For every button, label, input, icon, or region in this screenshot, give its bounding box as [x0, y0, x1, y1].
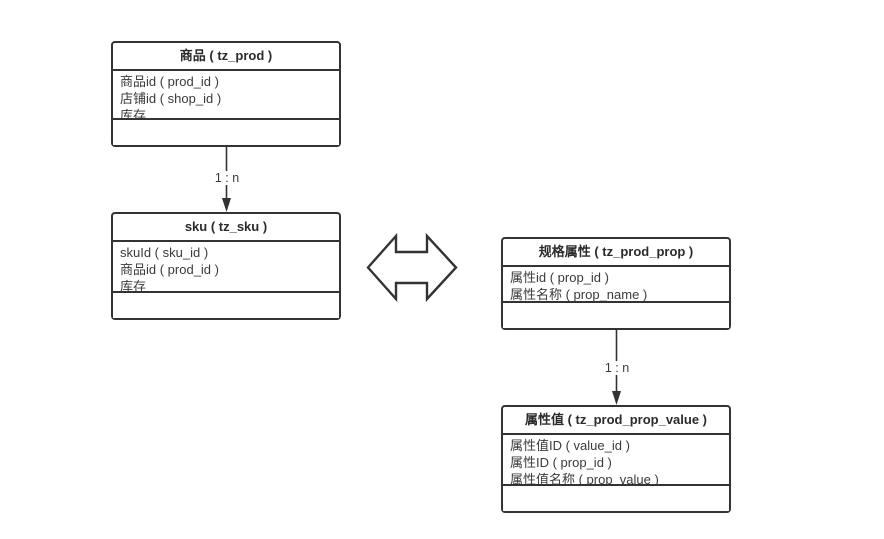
table-field: skuId ( sku_id ): [120, 245, 209, 260]
table-fields-prop-value: 属性值ID ( value_id ) 属性ID ( prop_id ) 属性值名…: [503, 435, 729, 486]
table-field: 属性ID ( prop_id ): [510, 455, 612, 470]
table-fields-prod-prop: 属性id ( prop_id ) 属性名称 ( prop_name ): [503, 267, 729, 303]
table-field: 属性值名称 ( prop_value ): [510, 472, 659, 486]
table-empty-section: [113, 120, 339, 145]
table-field: 库存: [120, 108, 147, 120]
table-title-prop-value: 属性值 ( tz_prod_prop_value ): [503, 407, 729, 435]
cardinality-label-prod-sku: 1 : n: [211, 171, 243, 185]
table-title-prod: 商品 ( tz_prod ): [113, 43, 339, 71]
table-field: 商品id ( prod_id ): [120, 74, 219, 89]
table-title-sku: sku ( tz_sku ): [113, 214, 339, 242]
entity-table-prop-value: 属性值 ( tz_prod_prop_value ) 属性值ID ( value…: [501, 405, 731, 513]
table-field: 库存: [120, 279, 147, 293]
table-empty-section: [113, 293, 339, 318]
table-empty-section: [503, 486, 729, 511]
table-field: 属性值ID ( value_id ): [510, 438, 630, 453]
cardinality-label-prop-value: 1 : n: [601, 361, 633, 375]
table-fields-prod: 商品id ( prod_id ) 店铺id ( shop_id ) 库存: [113, 71, 339, 120]
entity-table-prod-prop: 规格属性 ( tz_prod_prop ) 属性id ( prop_id ) 属…: [501, 237, 731, 330]
entity-table-prod: 商品 ( tz_prod ) 商品id ( prod_id ) 店铺id ( s…: [111, 41, 341, 147]
entity-table-sku: sku ( tz_sku ) skuId ( sku_id ) 商品id ( p…: [111, 212, 341, 320]
table-field: 店铺id ( shop_id ): [120, 91, 222, 106]
table-empty-section: [503, 303, 729, 328]
table-field: 属性id ( prop_id ): [510, 270, 609, 285]
table-field: 属性名称 ( prop_name ): [510, 287, 648, 302]
table-fields-sku: skuId ( sku_id ) 商品id ( prod_id ) 库存: [113, 242, 339, 293]
table-field: 商品id ( prod_id ): [120, 262, 219, 277]
bidirectional-arrow-icon: [366, 232, 458, 303]
table-title-prod-prop: 规格属性 ( tz_prod_prop ): [503, 239, 729, 267]
